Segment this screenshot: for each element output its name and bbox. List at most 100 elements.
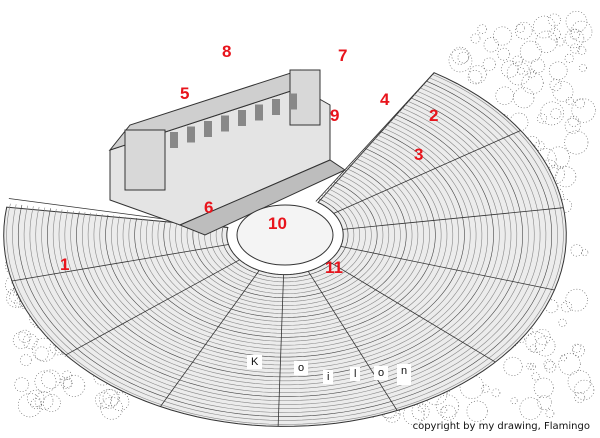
tree-mark	[30, 398, 42, 410]
tree-mark	[506, 61, 531, 86]
tree-mark	[547, 13, 561, 27]
tree-mark	[581, 248, 589, 256]
tree-mark	[411, 402, 430, 421]
tree-mark	[532, 15, 556, 39]
tree-mark	[548, 28, 561, 41]
copyright-text: copyright by my drawing, Flamingo	[412, 421, 590, 432]
tree-mark	[549, 79, 562, 92]
tree-mark	[41, 369, 61, 389]
stair-aisle	[11, 244, 229, 282]
stair-aisle	[333, 130, 521, 214]
seat-row	[134, 147, 436, 338]
tree-mark	[32, 337, 57, 362]
seat-row	[151, 158, 419, 326]
tree-mark	[558, 318, 567, 327]
tree-mark	[544, 299, 559, 314]
seat-row	[70, 111, 500, 382]
tree-mark	[552, 81, 574, 102]
tree-mark	[459, 374, 485, 399]
tree-mark	[14, 377, 30, 393]
label-4: 4	[380, 90, 390, 109]
tree-mark	[451, 46, 470, 65]
tree-mark	[27, 389, 45, 408]
seat-row	[116, 137, 454, 350]
tree-mark	[491, 388, 501, 398]
seat-row	[221, 198, 349, 279]
tree-mark	[513, 87, 535, 109]
tree-mark	[526, 362, 534, 370]
tree-mark	[533, 377, 554, 398]
tree-mark	[558, 352, 581, 376]
tree-mark	[521, 71, 544, 95]
seat-row	[47, 97, 523, 397]
tree-mark	[467, 69, 483, 85]
tree-mark	[572, 344, 585, 357]
tree-mark	[19, 354, 32, 366]
stair-aisle	[340, 245, 555, 291]
tree-mark	[534, 335, 556, 357]
label-6: 6	[204, 198, 214, 217]
tower-left	[124, 129, 166, 191]
tree-mark	[571, 98, 596, 123]
seat-row	[23, 84, 547, 413]
cavea-seating	[3, 72, 567, 427]
tree-mark	[574, 379, 595, 401]
tree-mark	[63, 374, 86, 397]
tree-mark	[575, 98, 585, 109]
window	[221, 115, 229, 132]
label-8: 8	[222, 42, 232, 61]
tree-mark	[483, 37, 499, 53]
tree-mark	[470, 33, 481, 44]
tree-mark	[34, 370, 57, 393]
label-7: 7	[338, 46, 348, 65]
tree-mark	[403, 403, 425, 426]
seat-row	[6, 74, 564, 425]
koilon-letter-l: l	[350, 367, 361, 381]
stair-aisle	[277, 274, 284, 427]
tree-mark	[559, 354, 567, 362]
tree-mark	[565, 10, 588, 33]
tree-mark	[579, 64, 587, 72]
tree-mark	[555, 37, 565, 47]
seat-row	[122, 141, 448, 346]
seat-row	[35, 90, 535, 405]
tree-mark	[503, 356, 523, 377]
tree-mark	[545, 164, 565, 184]
seat-row	[215, 194, 355, 283]
seat-row	[192, 181, 378, 298]
tree-mark	[440, 404, 457, 421]
stair-aisle	[315, 72, 435, 202]
tree-mark	[424, 381, 448, 406]
stair-aisle	[342, 207, 564, 230]
tree-mark	[102, 389, 120, 407]
koilon-letter-o2: o	[374, 366, 389, 380]
tree-mark	[100, 397, 123, 420]
seat-row	[111, 134, 459, 354]
tree-mark	[99, 389, 119, 409]
tree-mark	[501, 60, 519, 78]
seat-row	[198, 184, 372, 295]
koilon-letter-k: K	[247, 355, 263, 369]
tree-mark	[477, 24, 487, 34]
seat-row	[140, 151, 430, 334]
tree-mark	[577, 46, 587, 55]
tree-mark	[561, 301, 573, 313]
tree-mark	[95, 391, 112, 409]
seat-row	[175, 171, 395, 310]
label-5: 5	[180, 84, 190, 103]
stair-aisle	[328, 260, 496, 363]
seat-row	[12, 77, 558, 421]
seat-row	[81, 117, 489, 374]
tree-mark	[519, 40, 542, 63]
tree-mark	[417, 404, 427, 413]
label-10: 10	[268, 214, 287, 233]
tree-mark	[515, 23, 525, 33]
tree-mark	[34, 391, 54, 410]
tree-mark	[42, 394, 61, 412]
tree-mark	[60, 376, 73, 389]
seat-row	[180, 174, 390, 306]
seat-row	[204, 188, 366, 291]
window	[289, 93, 297, 110]
stair-aisle	[65, 259, 240, 356]
